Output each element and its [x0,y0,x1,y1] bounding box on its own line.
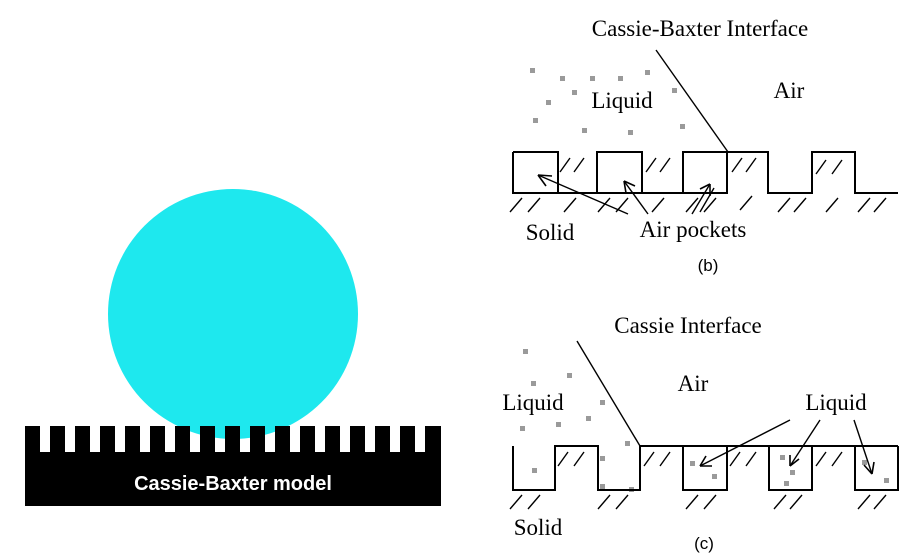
liquid-in-pores-label: Liquid [805,390,867,415]
air-pockets [512,152,728,194]
pillar-substrate [25,426,441,506]
interface-pointer-line [655,49,729,153]
liquid-particles [520,349,889,492]
liquid-label: Liquid [502,390,564,415]
hatching-c [509,451,887,510]
caption-b: (b) [698,256,719,275]
solid-profile-c [512,445,899,491]
panel-c: Cassie Interface Liquid Air Liquid [502,313,899,553]
air-pocket-arrows [537,174,715,215]
solid-label: Solid [526,220,575,245]
cassie-interface-title: Cassie Interface [614,313,762,338]
interface-pointer-line [576,340,641,447]
panel-b: Cassie-Baxter Interface Liquid Air [509,16,898,275]
air-label: Air [678,371,709,396]
liquid-particles [530,68,685,135]
panel-a: Cassie-Baxter model [25,189,441,506]
caption-c: (c) [694,534,714,553]
liquid-pointer-arrows [699,419,875,475]
air-label: Air [774,78,805,103]
air-pockets-label: Air pockets [640,217,747,242]
cassie-baxter-interface-title: Cassie-Baxter Interface [592,16,808,41]
solid-label: Solid [514,515,563,540]
water-droplet [108,189,358,439]
model-label: Cassie-Baxter model [134,473,332,495]
liquid-label: Liquid [591,88,653,113]
